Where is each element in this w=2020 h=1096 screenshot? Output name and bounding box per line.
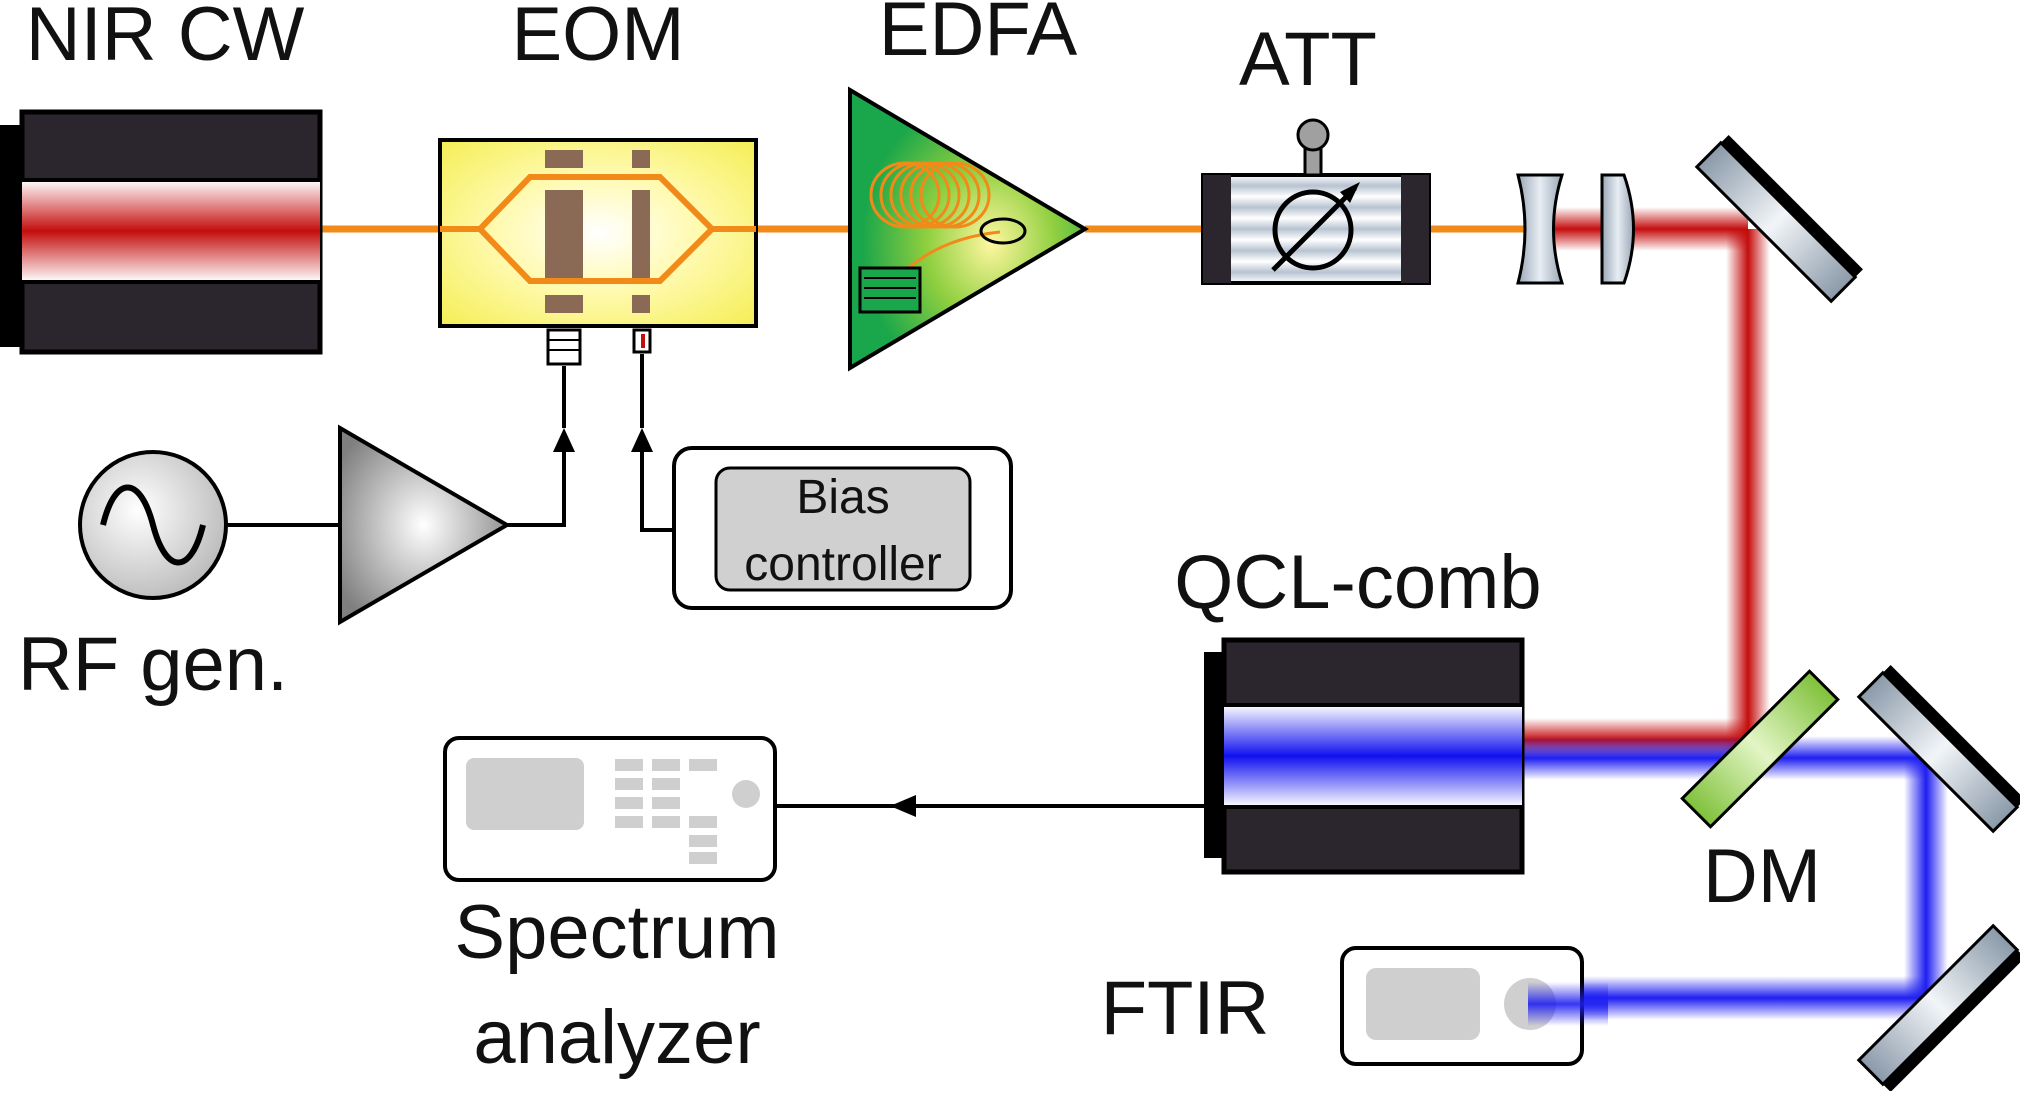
nir-beam-horizontal <box>1530 207 1748 251</box>
signal-arrow-icon <box>890 795 916 817</box>
ftir-screen <box>1366 968 1480 1040</box>
mir-beam-into-ftir <box>1528 982 1608 1026</box>
spectrum-knob <box>732 780 760 808</box>
spectrum-keypad <box>615 759 717 864</box>
rf-generator <box>78 450 228 600</box>
rf-gen-label: RF gen. <box>18 622 288 707</box>
edfa-label: EDFA <box>879 0 1078 72</box>
spectrum-screen <box>466 758 584 830</box>
att-knob <box>1296 118 1330 152</box>
rf-cable-to-eom <box>507 435 566 527</box>
mirror-right-upper <box>1856 665 2020 834</box>
dm-label: DM <box>1703 834 1821 919</box>
ftir-label: FTIR <box>1101 966 1270 1051</box>
rf-amplifier <box>338 424 511 626</box>
rf-connector <box>546 328 582 366</box>
mir-beam-vertical <box>1904 758 1948 998</box>
eom-electrode-1 <box>545 150 583 168</box>
edfa-amplifier <box>848 86 1089 372</box>
spectrum-label-line1: Spectrum <box>454 890 779 975</box>
bias-label-line1: Bias <box>796 471 889 524</box>
ftir-spectrometer <box>1340 946 1584 1066</box>
sine-icon <box>100 484 206 566</box>
bias-cable <box>640 435 674 532</box>
nir-cw-laser <box>0 109 323 355</box>
bias-label-line2: controller <box>744 538 941 591</box>
bias-controller: Bias controller <box>672 446 1013 610</box>
qcl-comb-laser <box>1204 637 1525 875</box>
pump-diode <box>858 266 922 314</box>
qcl-comb-label: QCL-comb <box>1174 540 1541 625</box>
nir-cw-label: NIR CW <box>26 0 305 77</box>
eom-label: EOM <box>511 0 684 77</box>
dichroic-mirror <box>1680 669 1840 829</box>
nir-beam-vertical <box>1726 229 1770 754</box>
att-attenuator <box>1201 118 1431 285</box>
mirror-top <box>1694 135 1863 304</box>
bias-arrow-icon <box>631 428 653 452</box>
att-label: ATT <box>1239 17 1377 102</box>
telescope-lenses <box>1516 173 1635 285</box>
rf-arrow-icon <box>553 428 575 452</box>
spectrum-label-line2: analyzer <box>473 995 760 1080</box>
eom-electrode-2 <box>632 150 650 168</box>
lens-concave <box>1516 173 1565 285</box>
eom-modulator <box>438 138 758 366</box>
spectrum-analyzer <box>443 736 777 882</box>
mirror-right-lower <box>1856 923 2020 1092</box>
lens-convex <box>1600 173 1635 285</box>
